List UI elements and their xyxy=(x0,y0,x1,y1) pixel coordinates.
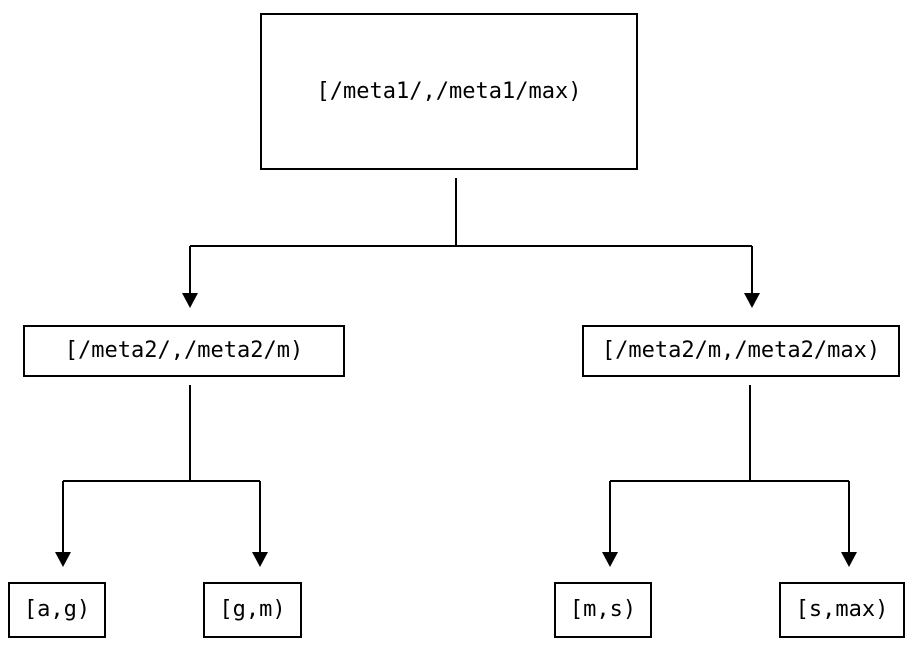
node-leaf-gm-label: [g,m) xyxy=(219,597,286,622)
node-meta2-left-range-label: [/meta2/,/meta2/m) xyxy=(64,338,304,363)
arrowhead-leaf-ag-icon xyxy=(55,552,71,567)
arrowhead-leaf-ms-icon xyxy=(602,552,618,567)
arrowhead-leaf-smax-icon xyxy=(841,552,857,567)
arrowhead-leaf-gm-icon xyxy=(252,552,268,567)
arrowhead-left-child-icon xyxy=(182,293,198,308)
node-root-range: [/meta1/,/meta1/max) xyxy=(260,13,638,170)
arrowhead-right-child-icon xyxy=(744,293,760,308)
node-root-range-label: [/meta1/,/meta1/max) xyxy=(316,78,582,104)
node-meta2-left-range: [/meta2/,/meta2/m) xyxy=(23,325,345,377)
node-leaf-gm: [g,m) xyxy=(203,582,302,638)
node-leaf-ms: [m,s) xyxy=(554,582,652,638)
node-leaf-smax-label: [s,max) xyxy=(795,597,889,622)
node-meta2-right-range-label: [/meta2/m,/meta2/max) xyxy=(601,338,881,363)
node-meta2-right-range: [/meta2/m,/meta2/max) xyxy=(582,325,900,377)
node-leaf-ag: [a,g) xyxy=(8,582,106,638)
node-leaf-smax: [s,max) xyxy=(779,582,905,638)
node-leaf-ms-label: [m,s) xyxy=(569,597,637,622)
node-leaf-ag-label: [a,g) xyxy=(23,597,91,622)
